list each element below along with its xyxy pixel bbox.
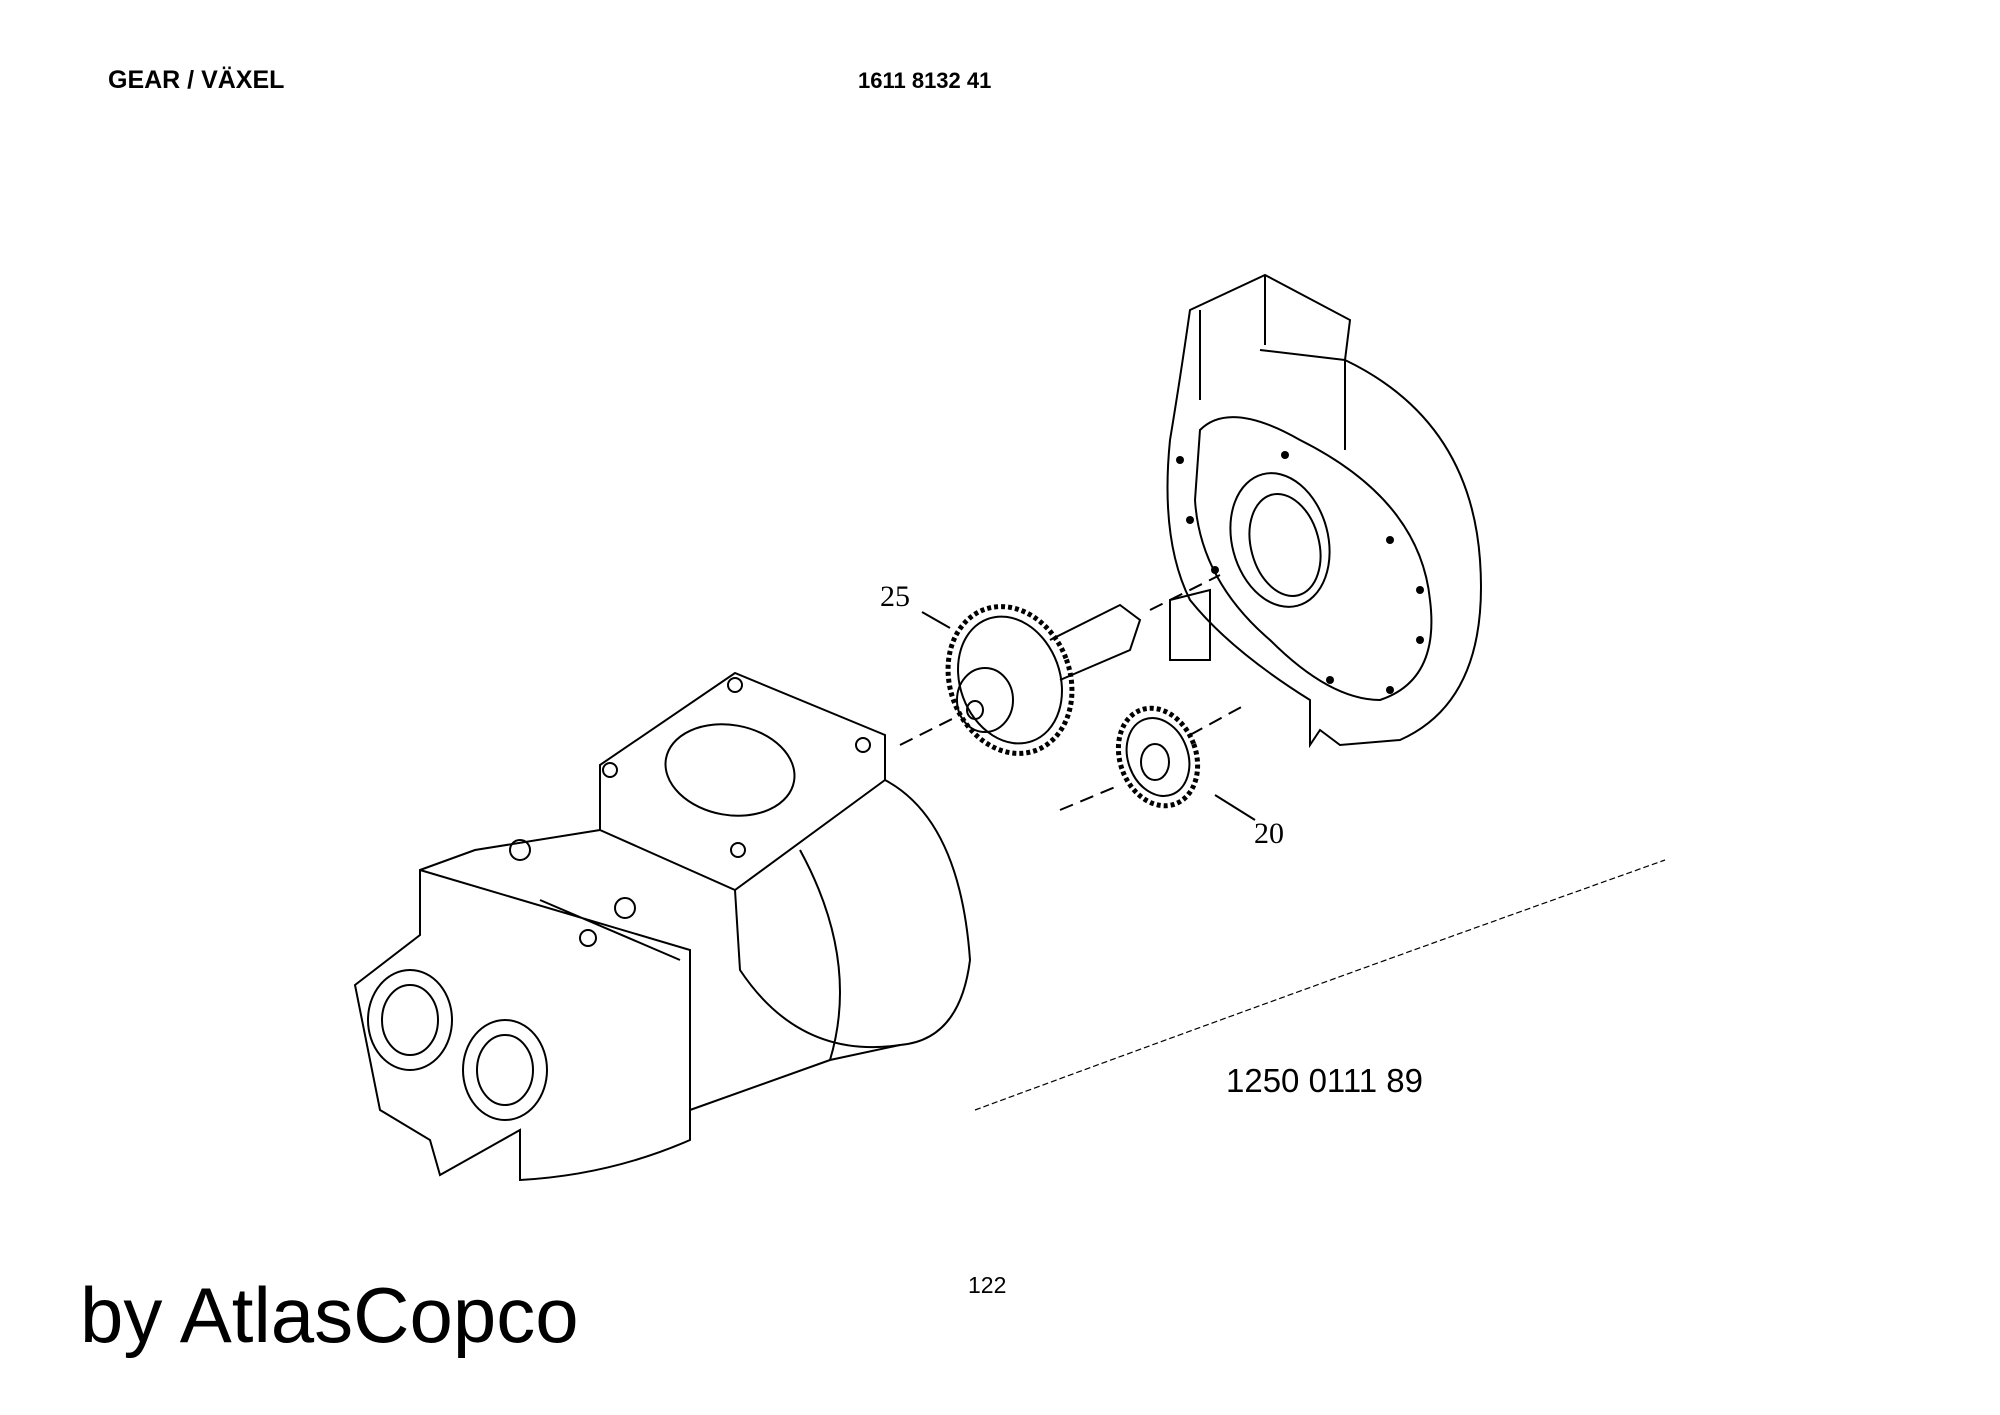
callout-25: 25 bbox=[880, 580, 910, 613]
gear-20 bbox=[1115, 705, 1201, 809]
gear-25 bbox=[945, 603, 1142, 756]
leader-25 bbox=[921, 611, 951, 629]
compressor-housing bbox=[353, 671, 972, 1182]
gear-cover-flange bbox=[1166, 273, 1482, 749]
page-number: 122 bbox=[968, 1272, 1007, 1298]
page-title: GEAR / VÄXEL bbox=[108, 66, 285, 94]
callout-20: 20 bbox=[1254, 817, 1284, 850]
part-number: 1611 8132 41 bbox=[858, 68, 992, 93]
brand-text: by AtlasCopco bbox=[80, 1271, 579, 1359]
leader-20 bbox=[1214, 794, 1256, 821]
drawing-number: 1250 0111 89 bbox=[1226, 1062, 1423, 1099]
